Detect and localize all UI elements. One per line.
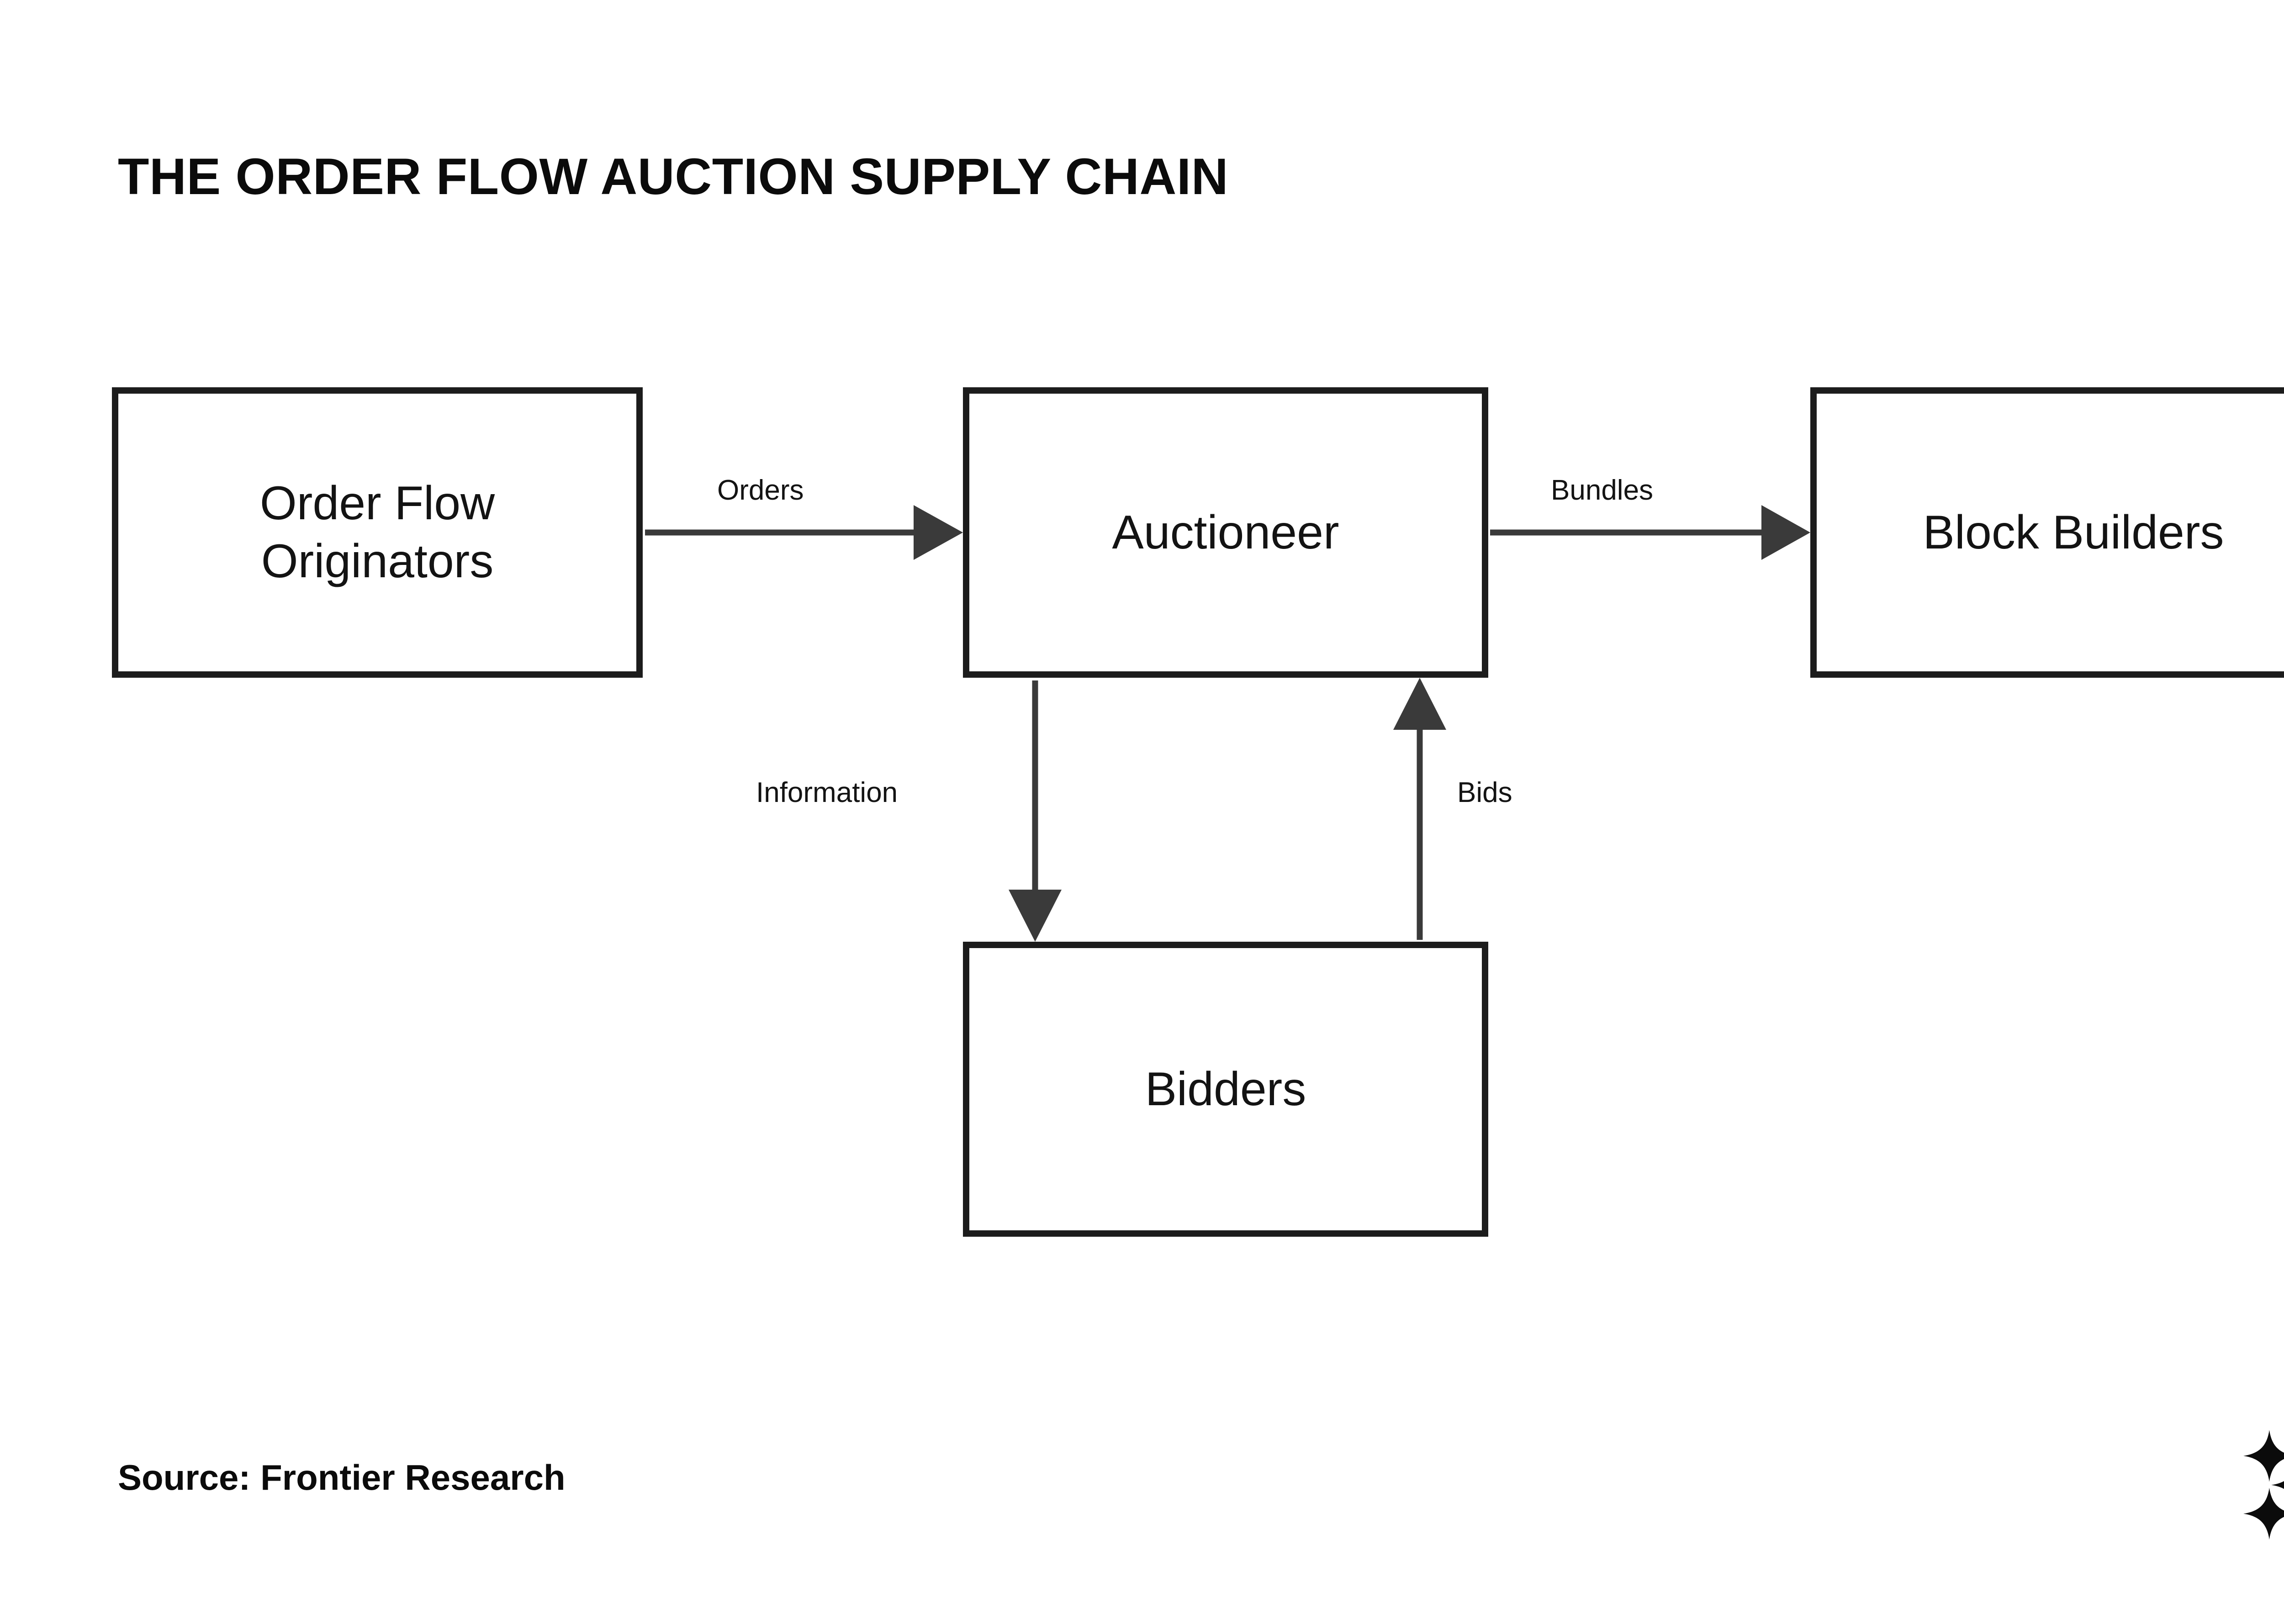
edge-bundles-arrow <box>1490 505 1810 560</box>
node-order-flow-originators[interactable]: Order Flow Originators <box>112 387 643 678</box>
node-label-originators-line2: Originators <box>261 535 494 588</box>
page-title: THE ORDER FLOW AUCTION SUPPLY CHAIN <box>118 148 1229 205</box>
edge-bids-arrow <box>1393 678 1446 940</box>
sparkle-star-icon <box>2243 1430 2284 1482</box>
node-label-block-builders: Block Builders <box>1923 506 2224 559</box>
sparkle-star-icon <box>2243 1487 2284 1540</box>
node-label-bidders: Bidders <box>1145 1062 1306 1116</box>
edge-orders-arrow <box>645 505 963 560</box>
edge-label-orders: Orders <box>717 475 804 506</box>
edge-label-information: Information <box>756 777 898 808</box>
source-attribution: Source: Frontier Research <box>118 1457 566 1497</box>
frontier-sparkles-logo-icon <box>2243 1430 2284 1540</box>
sparkle-star-icon <box>2271 1481 2284 1489</box>
node-bidders[interactable]: Bidders <box>963 942 1488 1237</box>
node-block-builders[interactable]: Block Builders <box>1810 387 2284 678</box>
node-auctioneer[interactable]: Auctioneer <box>963 387 1488 678</box>
edge-label-bundles: Bundles <box>1551 475 1654 506</box>
node-label-originators-line1: Order Flow <box>259 477 495 530</box>
edge-information-arrow <box>1009 680 1062 942</box>
node-label-originators: Order Flow Originators <box>260 475 495 591</box>
node-label-auctioneer: Auctioneer <box>1112 506 1339 559</box>
edge-label-bids: Bids <box>1457 777 1512 808</box>
